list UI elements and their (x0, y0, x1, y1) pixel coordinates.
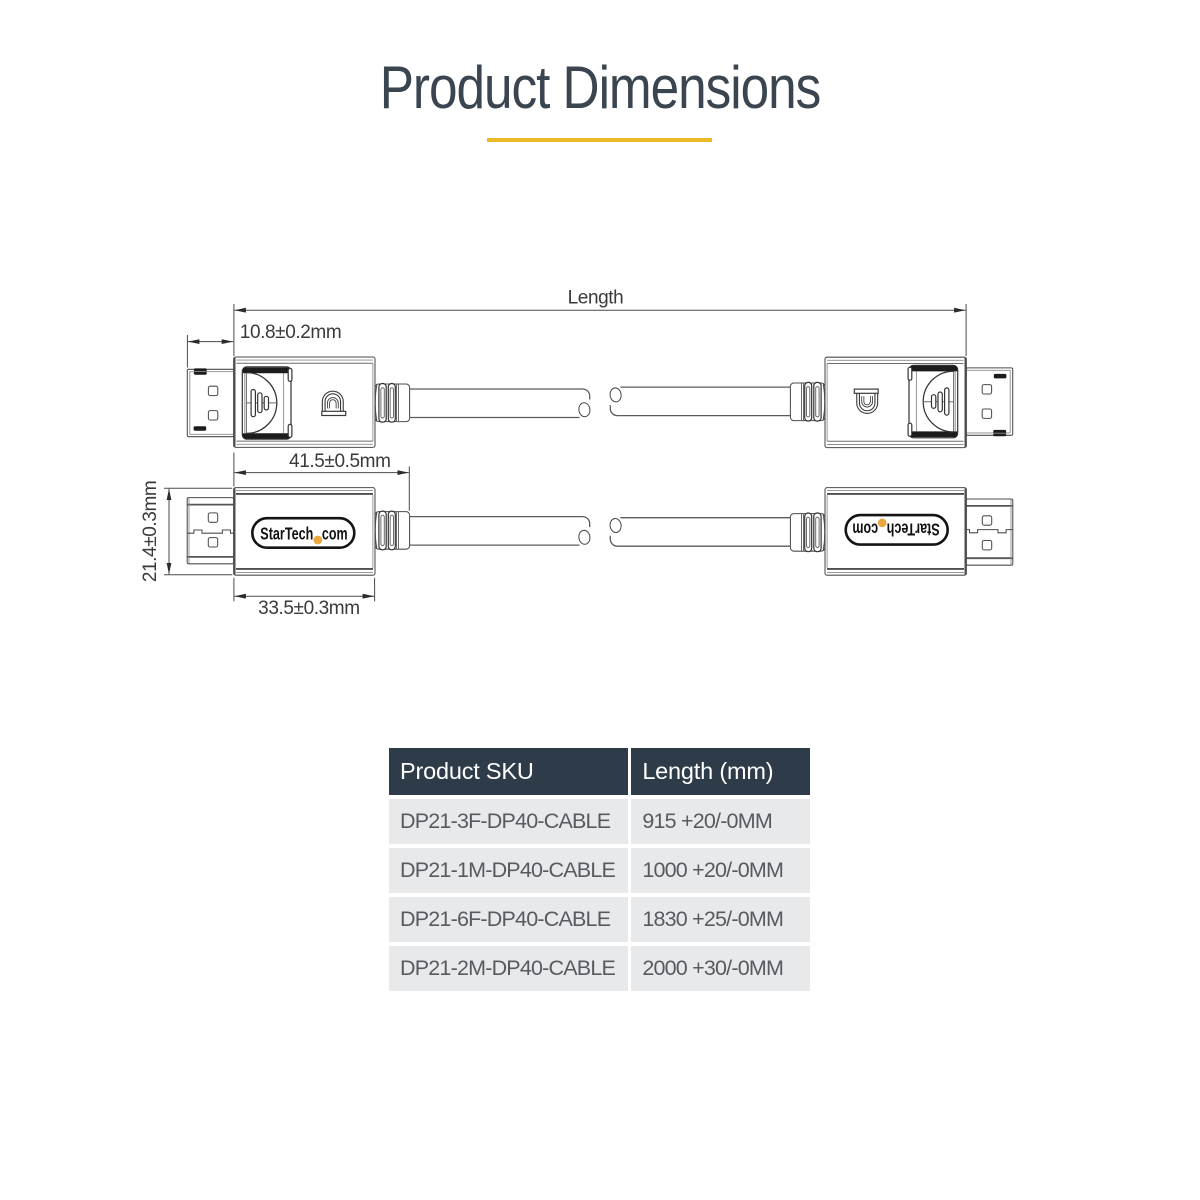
side-view-left-connector (187, 488, 591, 576)
top-view-right-connector (607, 355, 1015, 450)
top-view-left-connector (185, 355, 593, 450)
dim-tip: 10.8±0.2mm (186, 322, 342, 368)
title-underline (487, 138, 712, 142)
side-view-right-connector (609, 488, 1013, 576)
dimension-annotations: Length 10.8±0.2mm 41.5±0.5mm 21.4±0.3mm (140, 288, 967, 619)
cell-product-sku: DP21-1M-DP40-CABLE (389, 848, 629, 893)
dim-tip-label: 10.8±0.2mm (240, 322, 341, 343)
page-title: Product Dimensions (379, 54, 822, 121)
cell-length: 1830 +25/-0MM (631, 897, 810, 942)
dim-body-boot: 41.5±0.5mm (233, 451, 410, 511)
column-header-product-sku: Product SKU (389, 748, 629, 795)
cell-product-sku: DP21-6F-DP40-CABLE (389, 897, 629, 942)
cell-product-sku: DP21-3F-DP40-CABLE (389, 799, 629, 844)
column-header-length: Length (mm) (631, 748, 810, 795)
cable-top-view (185, 355, 1015, 450)
dim-height-label: 21.4±0.3mm (140, 481, 161, 582)
cell-length: 2000 +30/-0MM (631, 946, 810, 991)
dim-height: 21.4±0.3mm (140, 481, 233, 582)
dim-body-boot-label: 41.5±0.5mm (289, 451, 390, 472)
cell-length: 915 +20/-0MM (631, 799, 810, 844)
dim-body-label: 33.5±0.3mm (258, 598, 359, 619)
dimension-drawing: StarTech com (140, 288, 1015, 619)
cell-length: 1000 +20/-0MM (631, 848, 810, 893)
sku-table: Product SKU Length (mm) DP21-3F-DP40-CAB… (389, 748, 810, 995)
dim-length-label: Length (568, 288, 624, 309)
dim-body: 33.5±0.3mm (233, 577, 376, 619)
cable-side-view (187, 488, 1013, 576)
dim-length: Length (233, 288, 967, 356)
table-header-row: Product SKU Length (mm) (389, 748, 810, 795)
cell-product-sku: DP21-2M-DP40-CABLE (389, 946, 629, 991)
